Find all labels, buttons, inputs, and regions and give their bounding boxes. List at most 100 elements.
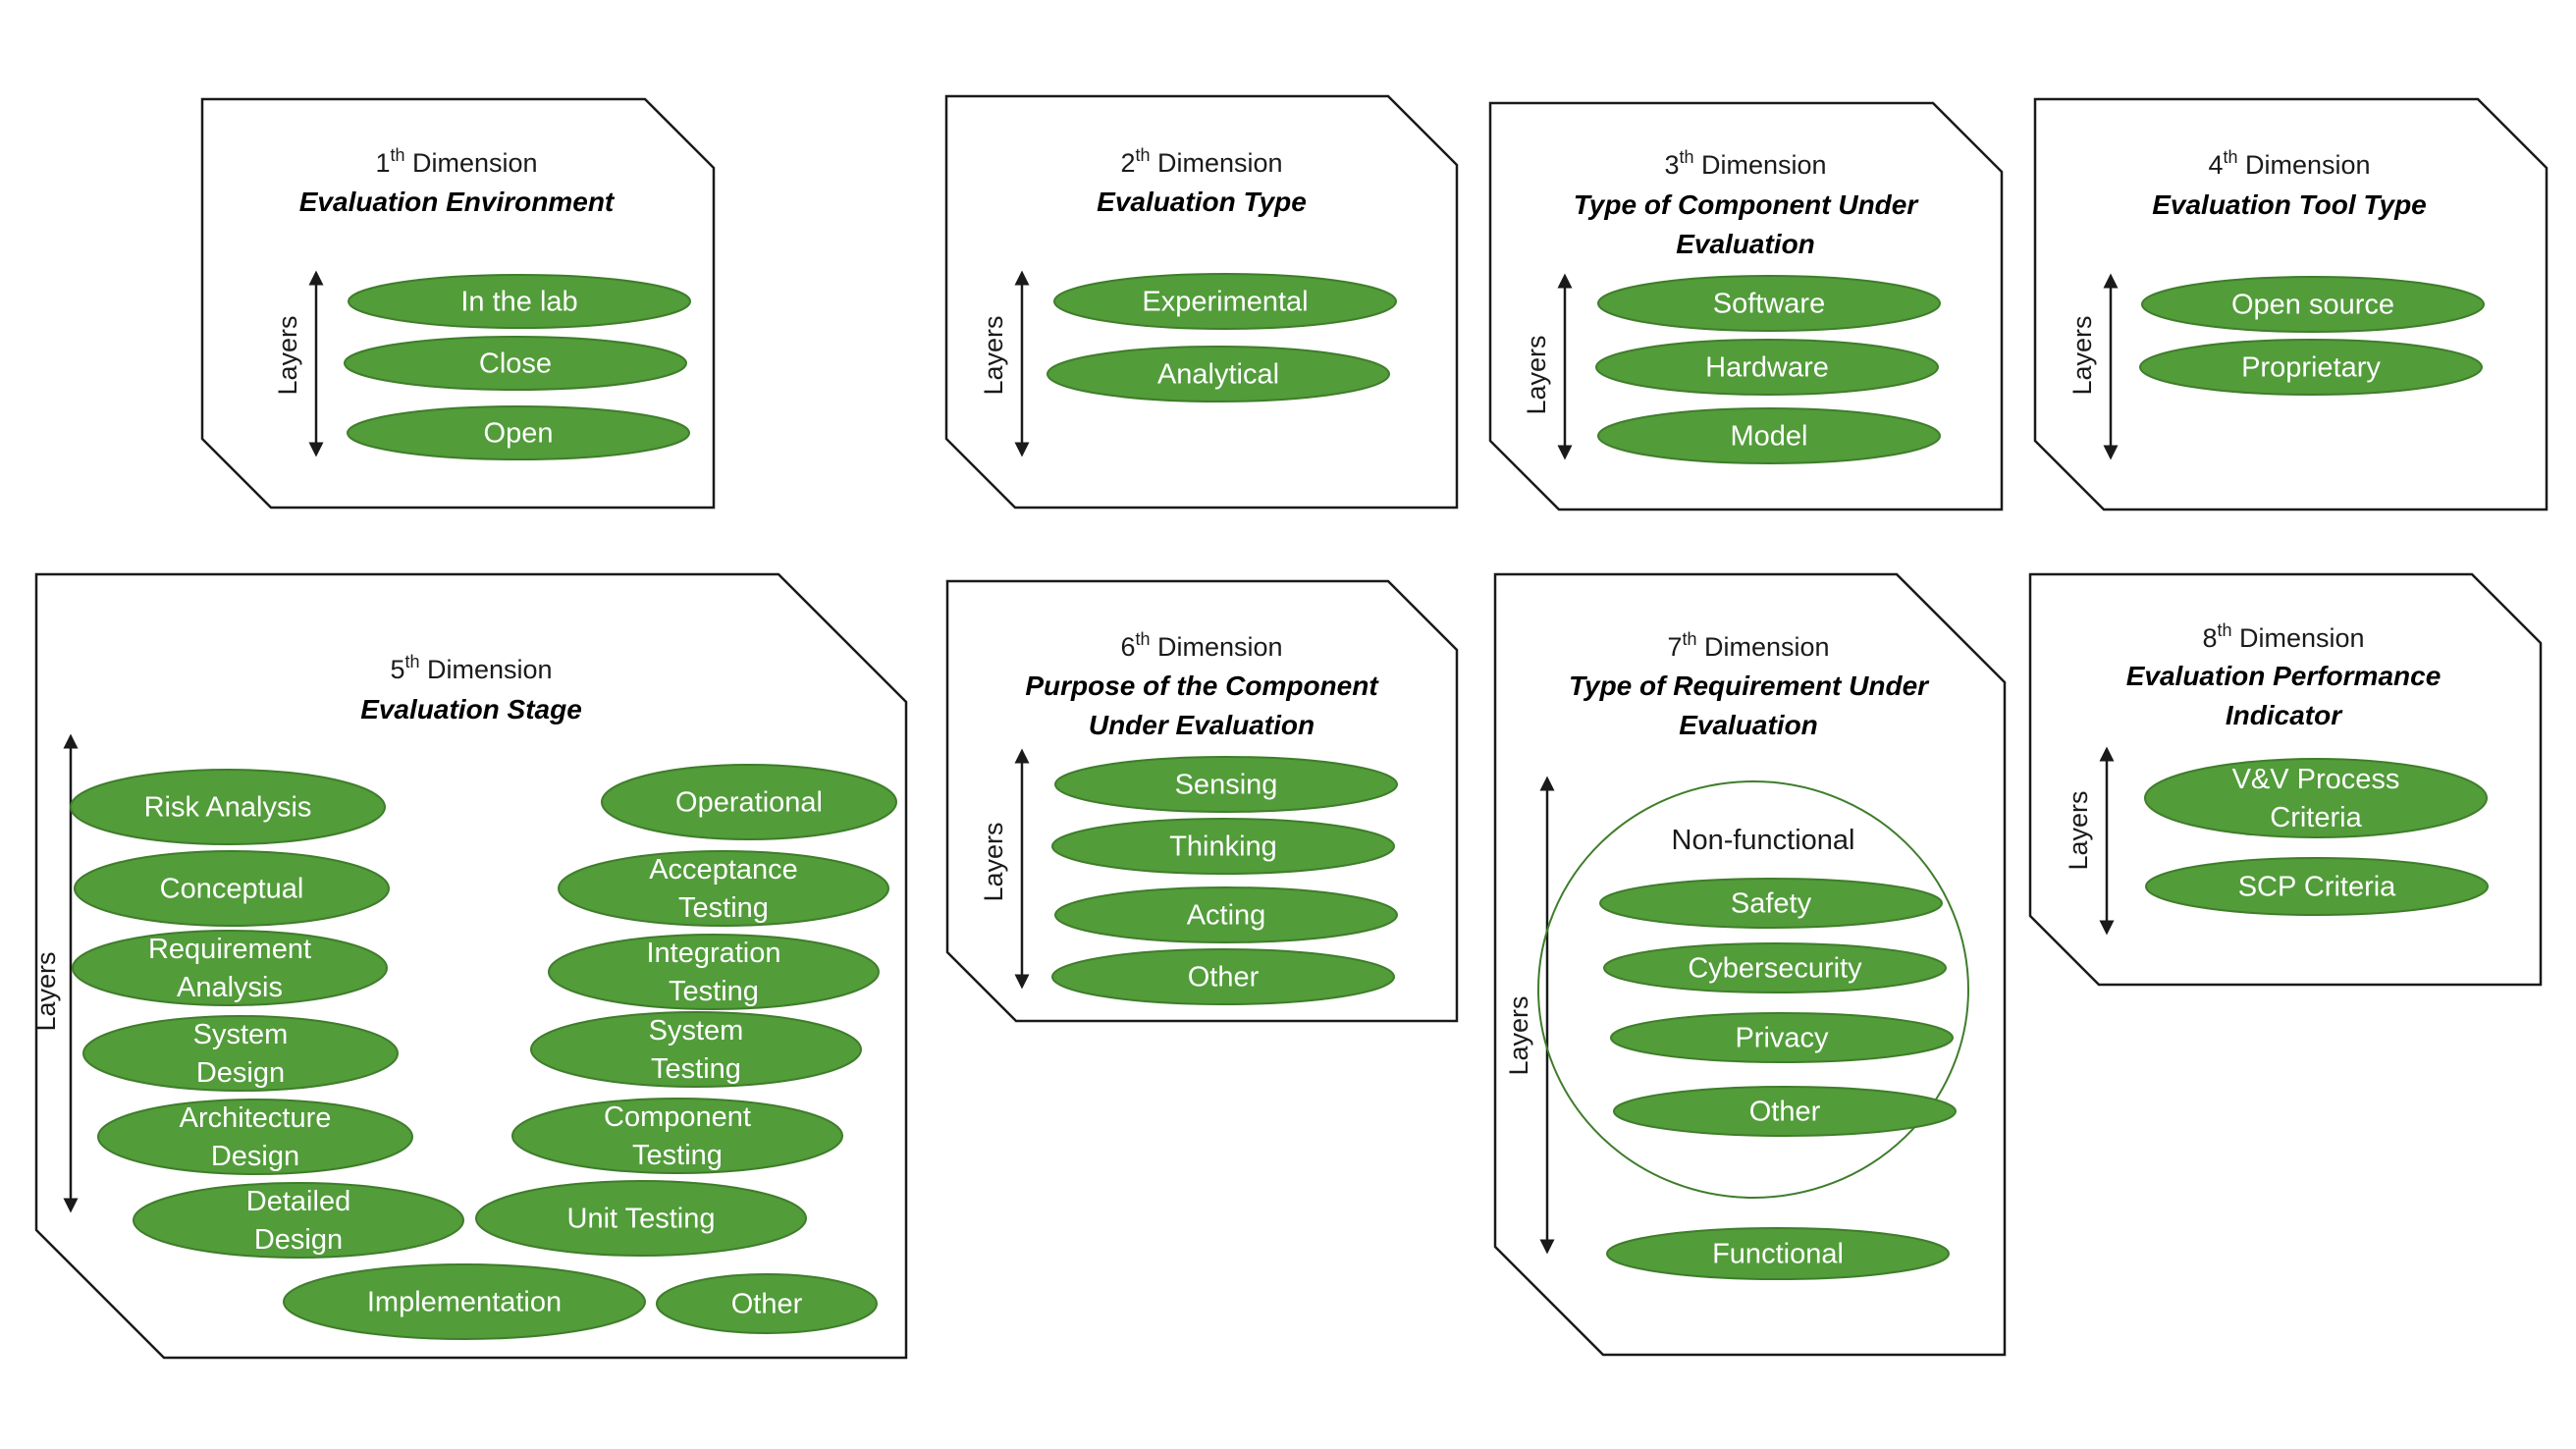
layer-label: Operational [675,787,823,819]
layers-axis-label: Layers [1504,995,1533,1075]
layer-ellipse-shape [97,1099,413,1175]
layer-label: Acting [1187,900,1266,932]
dimension-ordinal-suffix: th [2223,147,2237,167]
layer-ellipse-shape [1597,275,1941,332]
layer-label: Acceptance [649,854,798,886]
dimension-word: Dimension [1150,632,1282,662]
layer-ellipse-shape [2144,758,2488,838]
dimension-title: Purpose of the Component [1025,671,1379,701]
layer-ellipse: Thinking [1051,818,1395,875]
layer-label: Detailed [246,1186,350,1217]
layer-ellipse: Sensing [1054,756,1398,813]
layer-ellipse: Other [1051,948,1395,1005]
layer-ellipse-shape [74,850,390,927]
dimension-word: Dimension [2237,150,2370,180]
layer-ellipse-shape [344,336,687,391]
dimension-title: Evaluation [1679,710,1818,740]
dimension-ordinal-suffix: th [404,652,419,671]
layer-label: System [649,1015,744,1046]
dimension-ordinal: 2 [1120,148,1135,178]
layer-label: Model [1731,421,1808,453]
layer-label: Sensing [1175,770,1278,801]
layers-axis-label: Layers [1522,335,1551,414]
layer-label: Testing [632,1140,723,1171]
layer-ellipse-shape [72,930,388,1006]
layer-ellipse: Risk Analysis [70,769,386,845]
dimension-ordinal: 8 [2202,623,2217,653]
layer-ellipse-shape [558,850,889,927]
dimension-word: Dimension [1693,150,1826,180]
layer-ellipse-shape [1051,818,1395,875]
non-functional-group: Non-functionalSafetyCybersecurityPrivacy… [1537,780,1969,1199]
layer-label: Testing [678,892,769,924]
layer-label: Other [1188,962,1260,993]
layers-axis-label: Layers [979,822,1008,901]
dimension-number: 3th Dimension [1664,147,1826,180]
layer-ellipse: Unit Testing [475,1180,807,1257]
layer-label: Analysis [177,972,283,1003]
dimension-title: Evaluation [1676,229,1815,259]
layer-label: Design [254,1224,343,1256]
layer-label: Functional [1712,1239,1844,1270]
layer-label: Requirement [148,934,311,965]
layer-label: Testing [669,976,759,1007]
layer-label: Cybersecurity [1688,953,1862,985]
dimension-ordinal-suffix: th [390,145,404,165]
layer-label: Proprietary [2241,352,2381,384]
layer-ellipse-shape [1054,886,1398,943]
layer-ellipse: Safety [1599,878,1943,929]
layer-label: Architecture [180,1102,332,1134]
dimension-number: 2th Dimension [1120,145,1282,178]
layer-label: In the lab [460,287,577,318]
layer-label: Privacy [1735,1023,1829,1054]
layer-ellipse: Privacy [1610,1012,1954,1063]
dimension-title: Under Evaluation [1089,710,1315,740]
dimension-number: 6th Dimension [1120,629,1282,662]
layer-ellipse-shape [1053,273,1397,330]
dimension-title: Evaluation Tool Type [2152,189,2427,220]
layer-ellipse-shape [548,934,880,1010]
dimension-ordinal: 7 [1667,632,1682,662]
layer-ellipse: SCP Criteria [2145,857,2489,916]
layer-label: Testing [651,1053,741,1085]
layer-ellipse-shape [1613,1086,1957,1137]
layer-label: System [193,1019,289,1050]
layer-ellipse: Operational [601,764,897,840]
layers-axis-label: Layers [2064,790,2093,870]
layer-ellipse: Analytical [1046,346,1390,402]
layer-label: Experimental [1142,287,1308,318]
layer-label: Analytical [1157,359,1279,391]
dimension-number: 4th Dimension [2208,147,2370,180]
layer-ellipse: Functional [1606,1227,1950,1280]
layer-label: Risk Analysis [144,792,312,824]
layer-ellipse-shape [82,1015,399,1092]
dimension-title: Evaluation Type [1097,187,1307,217]
layer-ellipse-shape [530,1011,862,1088]
layer-ellipse: In the lab [348,274,691,329]
layer-ellipse-shape [347,405,690,460]
layer-ellipse: Conceptual [74,850,390,927]
layer-ellipse: Acting [1054,886,1398,943]
layer-ellipse-shape [475,1180,807,1257]
layer-ellipse-shape [348,274,691,329]
layer-label: V&V Process [2232,764,2400,795]
dimension-number: 5th Dimension [390,652,552,684]
layer-ellipse-shape [1610,1012,1954,1063]
non-functional-group-circle [1537,780,1969,1199]
layers-axis-label: Layers [31,951,61,1031]
layer-ellipse: Model [1597,407,1941,464]
layer-ellipse-shape [656,1273,878,1334]
layers-axis-label: Layers [273,315,302,395]
layer-label: Hardware [1705,352,1829,384]
